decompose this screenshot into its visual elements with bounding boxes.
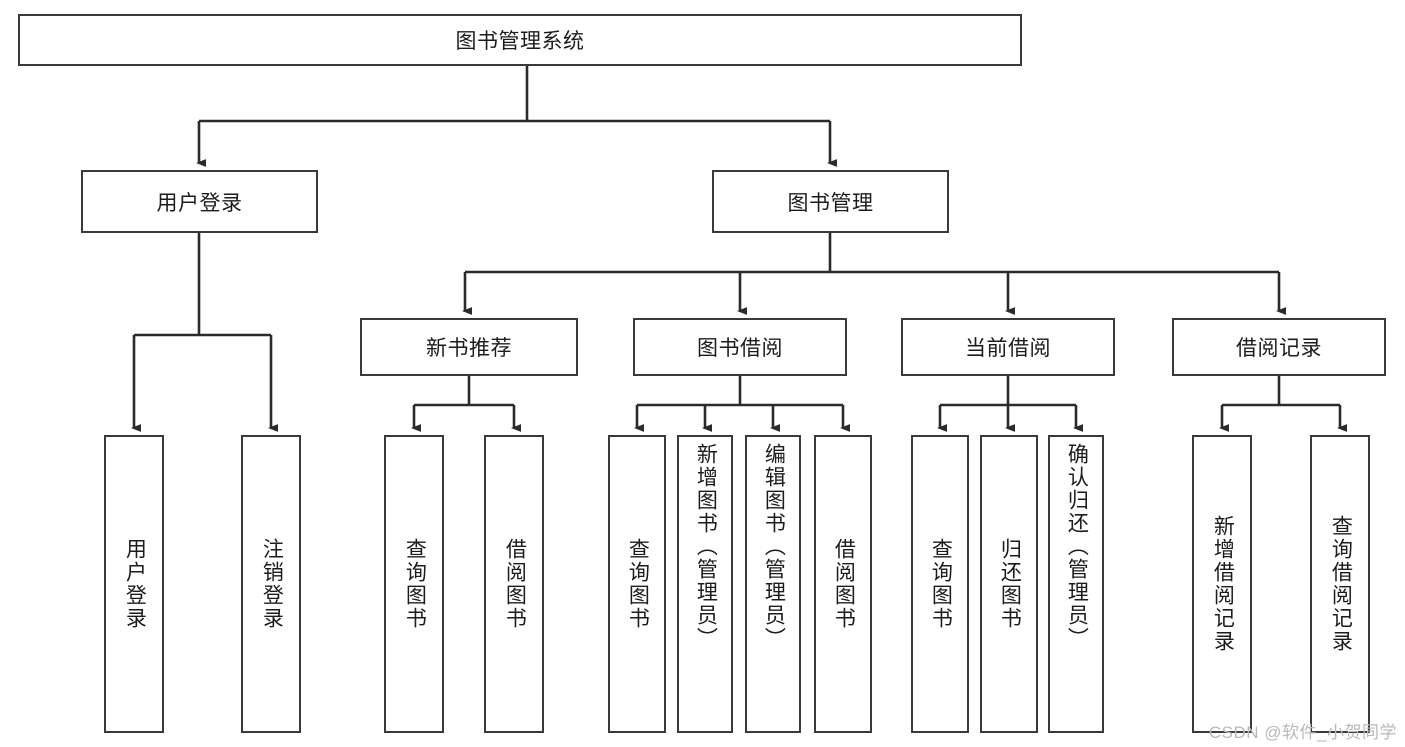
node-book-borrow[interactable]: 图书借阅	[633, 318, 847, 376]
node-book-management[interactable]: 图书管理	[712, 170, 949, 233]
leaf-confirm-return-admin[interactable]: 确认归还（管理员）	[1048, 435, 1104, 733]
leaf-query-books-current-label: 查询图书	[929, 538, 953, 630]
node-root[interactable]: 图书管理系统	[18, 14, 1022, 66]
node-current-borrow-label: 当前借阅	[965, 337, 1051, 360]
leaf-user-login-label: 用户登录	[123, 538, 147, 630]
leaf-add-borrow-record-label: 新增借阅记录	[1211, 515, 1235, 653]
node-current-borrow[interactable]: 当前借阅	[901, 318, 1115, 376]
leaf-edit-book-admin[interactable]: 编辑图书（管理员）	[745, 435, 801, 733]
leaf-query-borrow-record[interactable]: 查询借阅记录	[1310, 435, 1370, 733]
node-book-management-label: 图书管理	[787, 191, 874, 215]
leaf-edit-book-admin-label: 编辑图书（管理员）	[762, 443, 786, 650]
leaf-borrow-books-recommend-label: 借阅图书	[503, 538, 527, 630]
node-book-borrow-label: 图书借阅	[697, 337, 783, 360]
leaf-logout-label: 注销登录	[260, 538, 284, 630]
leaf-return-books[interactable]: 归还图书	[980, 435, 1038, 733]
leaf-add-book-admin[interactable]: 新增图书（管理员）	[677, 435, 733, 733]
leaf-add-book-admin-label: 新增图书（管理员）	[694, 443, 718, 650]
leaf-borrow-books-recommend[interactable]: 借阅图书	[484, 435, 544, 733]
leaf-query-borrow-record-label: 查询借阅记录	[1329, 515, 1353, 653]
leaf-query-books-borrow[interactable]: 查询图书	[608, 435, 666, 733]
node-new-book-recommend-label: 新书推荐	[426, 337, 512, 360]
node-borrow-records-label: 借阅记录	[1236, 337, 1322, 360]
leaf-query-books-recommend[interactable]: 查询图书	[384, 435, 444, 733]
watermark: CSDN @软件_小贺同学	[1208, 723, 1397, 742]
leaf-add-borrow-record[interactable]: 新增借阅记录	[1192, 435, 1252, 733]
leaf-borrow-books-borrow[interactable]: 借阅图书	[814, 435, 872, 733]
leaf-user-login[interactable]: 用户登录	[104, 435, 164, 733]
node-user-login[interactable]: 用户登录	[81, 170, 318, 233]
leaf-borrow-books-borrow-label: 借阅图书	[832, 538, 856, 630]
leaf-confirm-return-admin-label: 确认归还（管理员）	[1065, 443, 1089, 650]
node-new-book-recommend[interactable]: 新书推荐	[360, 318, 578, 376]
leaf-query-books-current[interactable]: 查询图书	[911, 435, 969, 733]
node-root-label: 图书管理系统	[455, 30, 585, 53]
leaf-logout[interactable]: 注销登录	[241, 435, 301, 733]
leaf-query-books-recommend-label: 查询图书	[403, 538, 427, 630]
leaf-query-books-borrow-label: 查询图书	[626, 538, 650, 630]
node-user-login-label: 用户登录	[156, 191, 243, 215]
leaf-return-books-label: 归还图书	[998, 538, 1022, 630]
node-borrow-records[interactable]: 借阅记录	[1172, 318, 1386, 376]
